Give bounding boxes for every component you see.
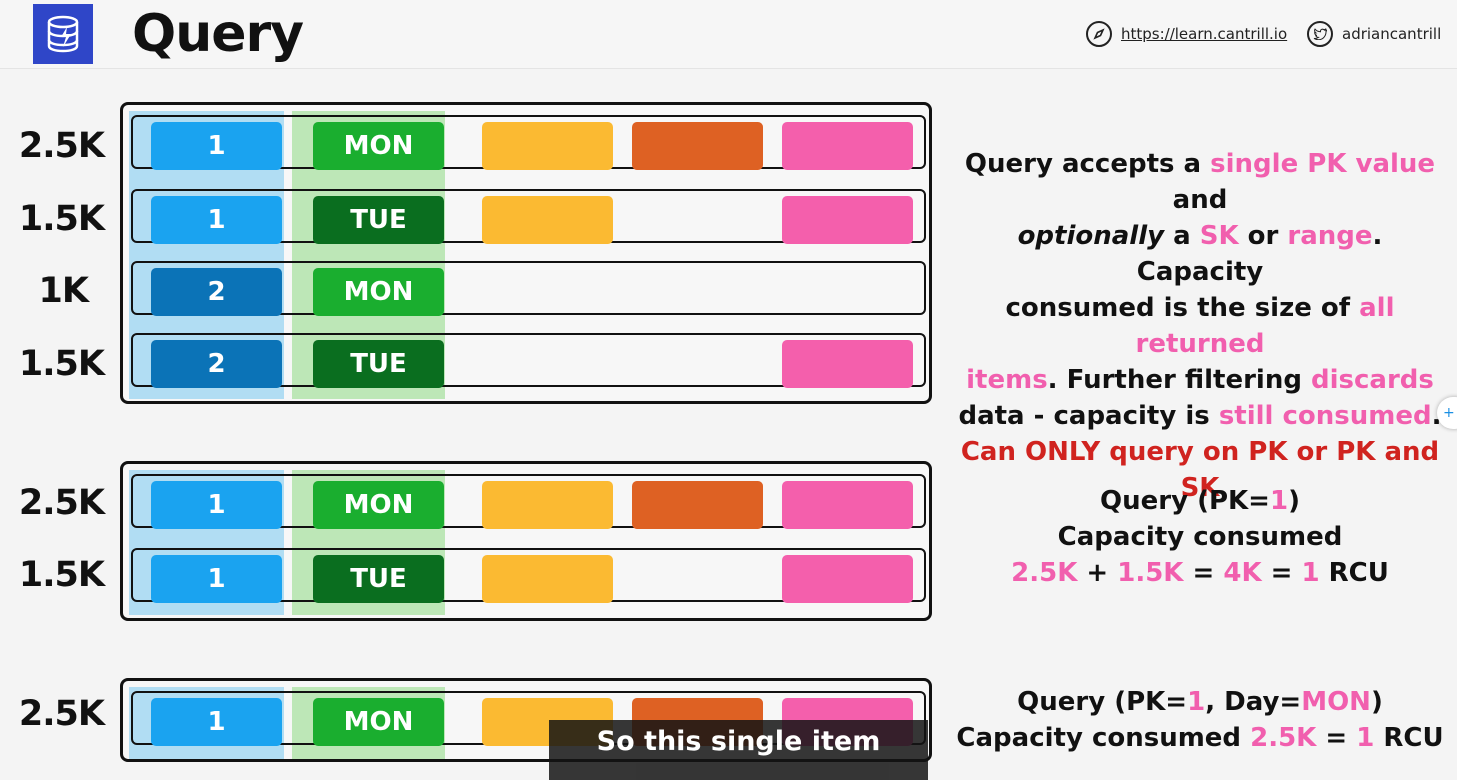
compass-icon — [1086, 21, 1112, 47]
slide-header: Query https://learn.cantrill.io adrianca… — [0, 0, 1457, 69]
pk-cell: 1 — [151, 698, 282, 746]
video-caption: So this single item — [549, 720, 928, 780]
attribute-cell — [782, 555, 913, 603]
pk-cell: 2 — [151, 268, 282, 316]
query-pk-sk-summary: Query (PK=1, Day=MON) Capacity consumed … — [950, 684, 1450, 756]
twitter-handle[interactable]: adriancantrill — [1342, 25, 1442, 43]
description-line: Query accepts a single PK value and — [964, 149, 1436, 215]
table-row: 1 TUE — [131, 548, 926, 603]
description-warning: Can ONLY query on PK or PK and SK — [960, 437, 1440, 503]
slide-title: Query — [132, 4, 304, 64]
attribute-cell — [782, 122, 913, 170]
description-line: items. Further filtering discards — [966, 365, 1434, 395]
twitter-icon — [1307, 21, 1333, 47]
table-row: 2 TUE — [131, 333, 926, 388]
pk-cell: 1 — [151, 122, 282, 170]
query-line: Capacity consumed — [1057, 522, 1343, 552]
site-url[interactable]: https://learn.cantrill.io — [1121, 25, 1288, 43]
attribute-cell — [482, 481, 613, 529]
attribute-cell — [632, 481, 763, 529]
query-line: 2.5K + 1.5K = 4K = 1 RCU — [1011, 558, 1389, 588]
droplet-icon: +💧 — [1443, 405, 1457, 421]
attribute-cell — [482, 122, 613, 170]
table-query-pk: 1 MON 1 TUE — [120, 461, 932, 621]
sk-cell: MON — [313, 122, 444, 170]
sk-cell: TUE — [313, 555, 444, 603]
attribute-cell — [482, 555, 613, 603]
query-line: Query (PK=1) — [1100, 486, 1300, 516]
site-link[interactable]: https://learn.cantrill.io — [1086, 20, 1287, 48]
table-query-pk-sk: 1 MON — [120, 678, 932, 762]
description-line: optionally a SK or range. Capacity — [1017, 221, 1383, 287]
pk-cell: 1 — [151, 196, 282, 244]
row-size-label: 1K — [38, 271, 89, 311]
table-full: 1 MON 1 TUE 2 MON 2 TUE — [120, 102, 932, 404]
side-extension-button[interactable]: +💧 — [1437, 397, 1457, 429]
query-pk-summary: Query (PK=1) Capacity consumed 2.5K + 1.… — [950, 483, 1450, 591]
query-line: Query (PK=1, Day=MON) — [1017, 687, 1383, 717]
sk-cell: MON — [313, 698, 444, 746]
dynamodb-icon — [33, 4, 93, 64]
attribute-cell — [782, 481, 913, 529]
twitter-link[interactable]: adriancantrill — [1307, 20, 1441, 48]
table-row: 2 MON — [131, 261, 926, 316]
table-row: 1 TUE — [131, 189, 926, 244]
pk-cell: 2 — [151, 340, 282, 388]
attribute-cell — [782, 340, 913, 388]
description-line: data - capacity is still consumed. — [958, 401, 1441, 431]
row-size-label: 1.5K — [18, 199, 105, 239]
description-line: consumed is the size of all returned — [1005, 293, 1395, 359]
row-size-label: 2.5K — [18, 483, 105, 523]
sk-cell: MON — [313, 481, 444, 529]
row-size-label: 2.5K — [18, 126, 105, 166]
query-description: Query accepts a single PK value and opti… — [950, 146, 1450, 506]
row-size-label: 2.5K — [18, 694, 105, 734]
sk-cell: TUE — [313, 340, 444, 388]
pk-cell: 1 — [151, 555, 282, 603]
attribute-cell — [632, 122, 763, 170]
sk-cell: TUE — [313, 196, 444, 244]
query-line: Capacity consumed 2.5K = 1 RCU — [956, 723, 1444, 753]
table-row: 1 MON — [131, 115, 926, 170]
attribute-cell — [482, 196, 613, 244]
row-size-label: 1.5K — [18, 344, 105, 384]
attribute-cell — [782, 196, 913, 244]
pk-cell: 1 — [151, 481, 282, 529]
sk-cell: MON — [313, 268, 444, 316]
table-row: 1 MON — [131, 474, 926, 529]
row-size-label: 1.5K — [18, 555, 105, 595]
